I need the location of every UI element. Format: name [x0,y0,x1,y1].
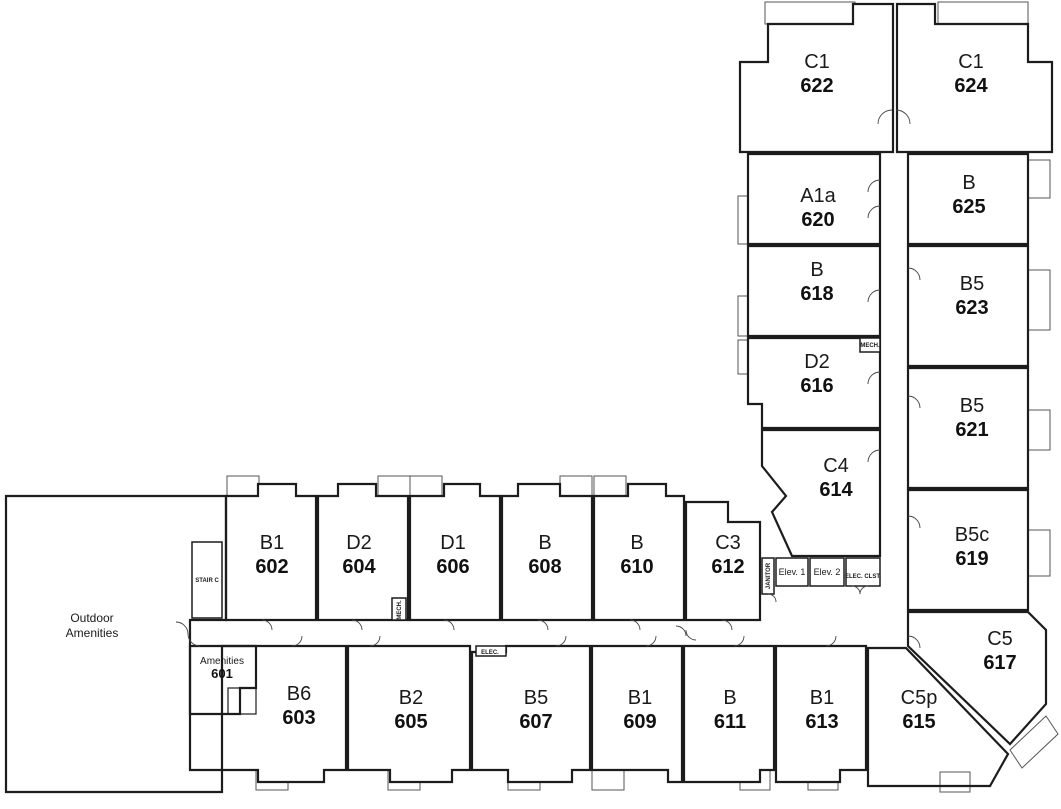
unit-number-label: 623 [955,297,988,319]
unit-type-label: A1a [800,185,836,207]
utilities [191,337,881,657]
unit-type-label: D2 [346,532,372,554]
unit-number-label: 620 [801,209,834,231]
amenities-label: Amenities [200,656,244,667]
unit-type-label: B [538,532,551,554]
mech-north-label: MECH. [860,343,880,349]
unit-613[interactable] [774,644,868,784]
unit-type-label: B5 [524,687,548,709]
unit-624[interactable] [895,2,1054,154]
elevator-2-label: Elev. 2 [814,567,841,577]
units [220,2,1054,788]
outdoor-label-line1: Outdoor [70,611,113,625]
unit-type-label: B5 [960,273,984,295]
unit-number-label: 610 [620,556,653,578]
unit-number-label: 609 [623,711,656,733]
outdoor-amenities-area [4,494,228,794]
unit-type-label: B [630,532,643,554]
unit-606[interactable] [408,482,502,622]
outdoor-label-line2: Amenities [66,626,119,640]
unit-type-label: C3 [715,532,741,554]
unit-type-label: C4 [823,455,849,477]
unit-type-label: B [810,259,823,281]
unit-625[interactable] [906,152,1030,246]
unit-612[interactable] [684,500,762,622]
unit-623[interactable] [906,244,1030,368]
unit-number-label: 616 [800,375,833,397]
unit-604[interactable] [316,482,410,622]
unit-611[interactable] [682,644,776,784]
unit-type-label: B [723,687,736,709]
unit-number-label: 618 [800,283,833,305]
janitor-label: JANITOR [766,562,772,589]
unit-number-label: 603 [282,707,315,729]
unit-614[interactable] [760,428,882,558]
elec-closet-label: ELEC. CLST. [845,574,881,580]
elevator-1-label: Elev. 1 [779,567,806,577]
unit-number-label: 615 [902,711,935,733]
unit-603[interactable] [220,644,348,784]
unit-number-label: 619 [955,548,988,570]
unit-620[interactable] [746,152,882,246]
unit-621[interactable] [906,366,1030,490]
amenities-number: 601 [211,666,233,681]
unit-type-label: B1 [260,532,284,554]
unit-number-label: 624 [954,75,988,97]
unit-619[interactable] [906,488,1030,612]
unit-number-label: 621 [955,419,988,441]
unit-type-label: D2 [804,351,830,373]
unit-type-label: B1 [810,687,834,709]
unit-type-label: B5 [960,395,984,417]
unit-618[interactable] [746,244,882,338]
unit-609[interactable] [590,644,684,784]
mech-west-label: MECH. [397,600,403,620]
elec-corridor-label: ELEC. [481,650,499,656]
unit-type-label: D1 [440,532,466,554]
unit-number-label: 622 [800,75,833,97]
unit-number-label: 602 [255,556,288,578]
unit-number-label: 625 [952,196,985,218]
unit-610[interactable] [592,482,686,622]
unit-type-label: B1 [628,687,652,709]
unit-617[interactable] [906,610,1048,746]
unit-608[interactable] [500,482,594,622]
unit-622[interactable] [738,2,895,154]
unit-type-label: C1 [958,51,984,73]
unit-number-label: 614 [819,479,853,501]
unit-type-label: B2 [399,687,423,709]
unit-number-label: 612 [711,556,744,578]
unit-number-label: 611 [714,711,746,733]
unit-number-label: 605 [394,711,427,733]
unit-615[interactable] [866,646,1010,788]
unit-number-label: 613 [805,711,838,733]
unit-602[interactable] [224,482,318,622]
unit-number-label: 606 [436,556,469,578]
unit-number-label: 604 [342,556,376,578]
unit-type-label: B6 [287,683,311,705]
unit-type-label: C5 [987,628,1013,650]
unit-605[interactable] [346,644,472,784]
unit-type-label: B [962,172,975,194]
unit-number-label: 617 [983,652,1016,674]
unit-number-label: 608 [528,556,561,578]
amenities-601[interactable] [188,644,258,716]
unit-type-label: C5p [901,687,938,709]
unit-number-label: 607 [519,711,552,733]
unit-type-label: B5c [955,524,989,546]
stair-label: STAIR C [195,578,219,584]
doors [175,109,921,649]
unit-type-label: C1 [804,51,830,73]
